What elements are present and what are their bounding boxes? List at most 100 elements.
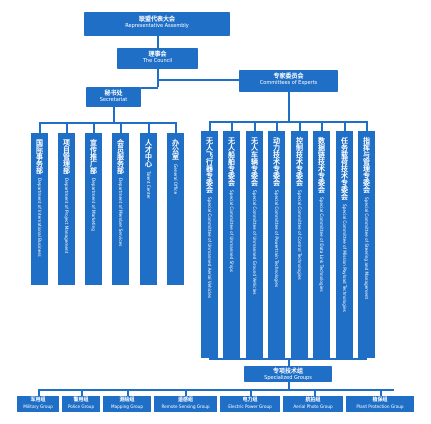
connector-drop (127, 389, 129, 396)
connector-drop (344, 121, 346, 131)
committee-label-en: Special Committee of Unmanned Ships (229, 190, 234, 272)
representative-assembly-cn: 联盟代表大会 (138, 16, 175, 23)
connector-drop (185, 389, 187, 396)
connector-committees-bus (209, 121, 367, 123)
council-en: The Council (142, 58, 173, 64)
experts-box: 专家委员会 Committees of Experts (239, 70, 338, 92)
connector-drop (209, 121, 211, 131)
group-electric-power: 电力组 Electric Power Group (220, 396, 280, 412)
group-label-en: Mapping Group (110, 404, 144, 409)
connector-drop (38, 389, 40, 396)
connector-to-specialized (288, 358, 290, 366)
committee-label-en: Special Committee of Steering and Manage… (364, 197, 369, 300)
specialized-groups-cn: 专项技术组 (272, 368, 303, 375)
department-marketing: 宣传推广部 Department of Marketing (85, 133, 102, 285)
committee-label-en: Special Committee of Powertrain Technolo… (274, 190, 279, 287)
department-label-en: General Office (173, 164, 178, 195)
connector-drop (299, 121, 301, 131)
department-member-services: 会员服务部 Department of Member Services (112, 133, 129, 285)
department-label-en: Department of Member Services (118, 178, 123, 247)
council-cn: 理事会 (148, 51, 167, 58)
group-label-cn: 军用组 (30, 397, 46, 403)
committee-steering-management: 指挥与管理专委会 Special Committee of Steering a… (358, 131, 375, 358)
connector-secretariat-down (113, 107, 115, 123)
connector-drop (231, 121, 233, 131)
committee-uav: 无人飞行器专委会 Special Committee of Unmanned A… (201, 131, 218, 358)
group-label-en: Plant Protection Group (356, 404, 404, 409)
department-label-en: Talent Center (146, 171, 151, 199)
connector-council-down (157, 69, 159, 87)
committee-label-cn: 动力技术专委会 (272, 137, 281, 186)
connector-drop (250, 389, 252, 396)
department-project-management: 项目管理部 Department of Project Management (58, 133, 75, 285)
group-police: 警用组 Police Group (62, 396, 100, 412)
department-talent-center: 人才中心 Talent Center (140, 133, 157, 285)
department-label-en: Department of Project Management (64, 178, 69, 254)
group-label-en: Aerial Photo Group (293, 404, 333, 409)
specialized-groups-en: Specialized Groups (264, 375, 312, 381)
department-general-office: 办公室 General Office (167, 133, 184, 285)
department-label-cn: 国际事务部 (35, 139, 44, 174)
connector-drop (120, 122, 122, 133)
connector-drop (366, 121, 368, 131)
department-label-cn: 宣传推广部 (89, 139, 98, 174)
connector-groups-bus (38, 389, 394, 391)
connector-drop (175, 122, 177, 133)
connector-experts-down (288, 92, 290, 122)
committee-label-en: Special Committee of Unmanned Aerial Veh… (207, 197, 212, 299)
committee-unmanned-ships: 无人船舶专委会 Special Committee of Unmanned Sh… (223, 131, 240, 358)
experts-en: Committees of Experts (259, 80, 318, 86)
group-label-cn: 航拍组 (305, 397, 321, 403)
committee-label-cn: 控制技术专委会 (295, 137, 304, 186)
connector-drop (39, 122, 41, 133)
connector-departments-bus (39, 122, 176, 124)
department-international: 国际事务部 Department of International Busine… (31, 133, 48, 285)
experts-cn: 专家委员会 (273, 73, 304, 80)
group-aerial-photo: 航拍组 Aerial Photo Group (283, 396, 343, 412)
department-label-cn: 人才中心 (144, 139, 153, 167)
connector-drop (321, 121, 323, 131)
secretariat-cn: 秘书处 (104, 90, 123, 97)
connector-council-experts (157, 79, 239, 81)
department-label-en: Department of Marketing (91, 178, 96, 231)
connector-drop (380, 389, 382, 396)
specialized-groups-box: 专项技术组 Specialized Groups (244, 366, 332, 382)
group-label-cn: 植保组 (372, 397, 388, 403)
group-label-en: Electric Power Group (228, 404, 272, 409)
connector-drop (81, 389, 83, 396)
department-label-en: Department of International Business (37, 178, 42, 257)
representative-assembly-en: Representative Assembly (125, 23, 189, 29)
connector-top-council (157, 36, 159, 48)
secretariat-en: Secretariat (99, 97, 128, 103)
group-military: 军用组 Military Group (17, 396, 59, 412)
group-plant-protection: 植保组 Plant Protection Group (346, 396, 414, 412)
connector-specialized-down (288, 382, 290, 389)
group-label-en: Remote Sensing Group (161, 404, 210, 409)
connector-drop (148, 122, 150, 133)
connector-drop (93, 122, 95, 133)
council-box: 理事会 The Council (117, 48, 198, 69)
department-label-cn: 办公室 (171, 139, 180, 160)
group-label-cn: 警用组 (73, 397, 89, 403)
group-label-en: Military Group (23, 404, 53, 409)
group-remote-sensing: 遥感组 Remote Sensing Group (154, 396, 217, 412)
committee-label-cn: 无人车辆专委会 (250, 137, 259, 186)
secretariat-box: 秘书处 Secretariat (86, 87, 141, 107)
group-label-cn: 电力组 (242, 397, 258, 403)
connector-council-secretariat (141, 87, 158, 89)
connector-drop (66, 122, 68, 133)
representative-assembly-box: 联盟代表大会 Representative Assembly (84, 12, 230, 36)
committee-label-cn: 数据链技术专委会 (317, 137, 326, 193)
connector-drop (254, 121, 256, 131)
committee-control: 控制技术专委会 Special Committee of Control Tec… (291, 131, 308, 358)
committee-label-cn: 无人飞行器专委会 (205, 137, 214, 193)
committee-label-cn: 任务载荷技术专委会 (340, 137, 349, 200)
group-label-cn: 测绘组 (119, 397, 135, 403)
committee-label-en: Special Committee of Mission Payload Tec… (342, 204, 347, 312)
committee-label-en: Special Committee of Data Link Technolog… (319, 197, 324, 292)
committee-label-en: Special Committee of Unmanned Ground Veh… (252, 190, 257, 295)
department-label-cn: 项目管理部 (62, 139, 71, 174)
group-mapping: 测绘组 Mapping Group (103, 396, 151, 412)
group-label-cn: 遥感组 (177, 397, 193, 403)
connector-drop (276, 121, 278, 131)
